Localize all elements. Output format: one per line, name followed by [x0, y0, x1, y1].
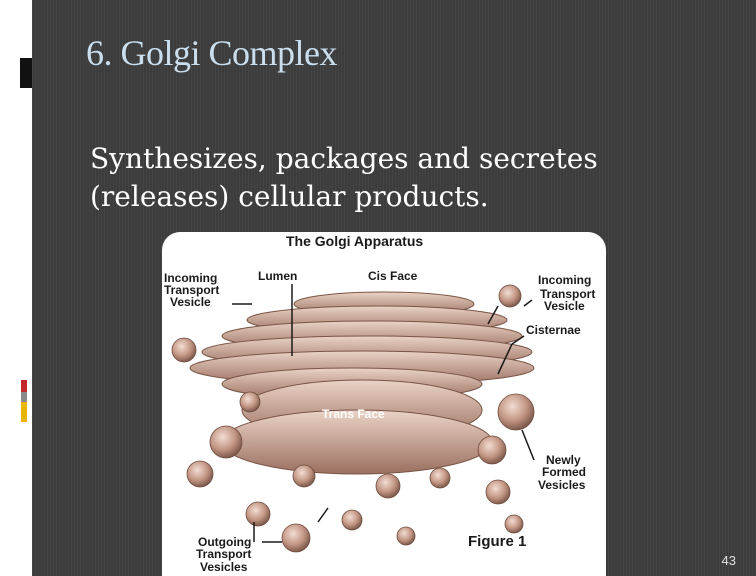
golgi-figure: The Golgi Apparatus [162, 232, 606, 576]
body-line-2: (releases) cellular products. [90, 180, 489, 213]
left-margin-strip [0, 0, 32, 576]
label-outgoing-1: Outgoing [198, 535, 251, 549]
accent-bar-red [21, 380, 27, 392]
label-outgoing-2: Transport [196, 547, 251, 561]
label-incoming-left-1: Incoming [164, 271, 217, 285]
accent-bar-yellow [21, 402, 27, 422]
label-cisternae: Cisternae [526, 323, 581, 337]
figure-title: The Golgi Apparatus [286, 233, 423, 249]
golgi-cisternae-stack [189, 291, 535, 475]
title-marker [20, 58, 32, 88]
page-number: 43 [721, 553, 736, 568]
label-newly-3: Vesicles [538, 478, 586, 492]
label-pointer-lines [232, 284, 535, 543]
slide-title: 6. Golgi Complex [86, 33, 338, 73]
label-trans-face: Trans Face [322, 407, 385, 421]
label-incoming-right-3: Vesicle [544, 299, 585, 313]
label-lumen: Lumen [258, 269, 297, 283]
label-incoming-left-2: Transport [164, 283, 219, 297]
label-incoming-right-1: Incoming [538, 273, 591, 287]
figure-caption: Figure 1 [468, 533, 526, 550]
label-newly-2: Formed [542, 465, 586, 479]
body-line-1: Synthesizes, packages and secretes [90, 142, 598, 175]
golgi-vesicles [171, 284, 535, 553]
label-cis-face: Cis Face [368, 269, 418, 283]
golgi-diagram: The Golgi Apparatus [164, 233, 595, 574]
label-incoming-right-2: Transport [540, 287, 595, 301]
slide-body: Synthesizes, packages and secretes (rele… [90, 140, 690, 216]
label-incoming-left-3: Vesicle [170, 295, 211, 309]
label-outgoing-3: Vesicles [200, 560, 248, 574]
label-newly-1: Newly [546, 453, 581, 467]
accent-bar-gray [21, 392, 27, 402]
